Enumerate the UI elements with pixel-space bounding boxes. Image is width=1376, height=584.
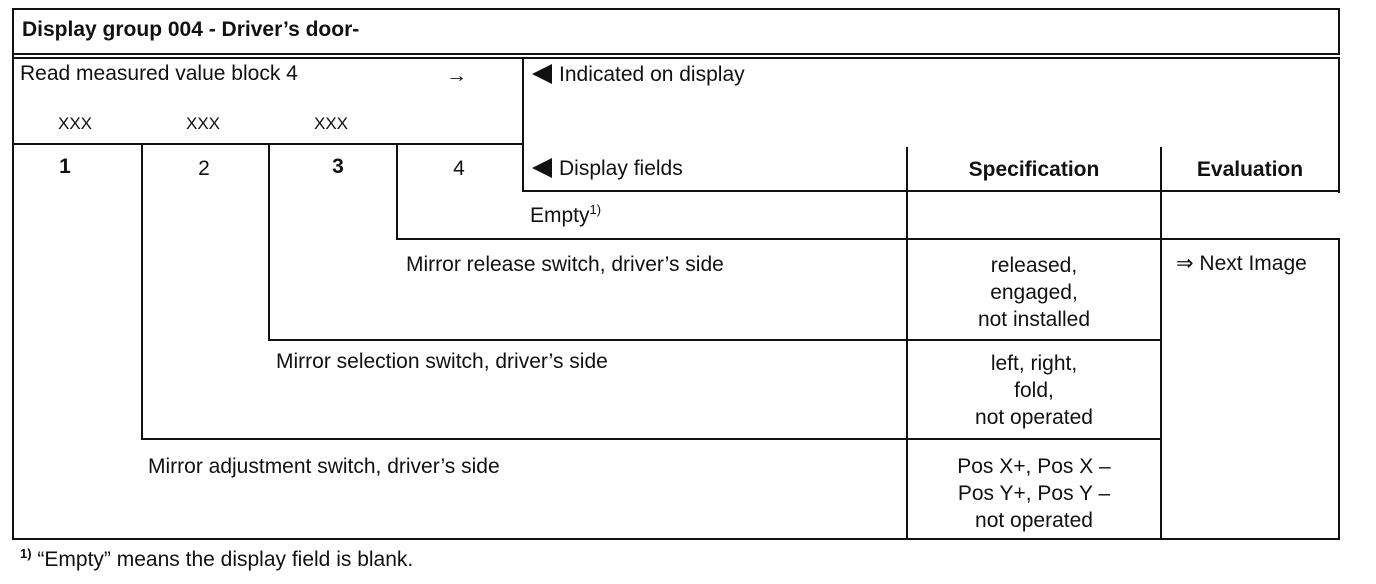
row-description-empty: Empty1) xyxy=(530,202,602,228)
field-separator-3 xyxy=(396,143,398,239)
header-bottom-line xyxy=(12,53,1340,55)
spec-line: released, xyxy=(990,254,1078,277)
evaluation-column-left-line xyxy=(1160,147,1162,540)
spec-line: left, right, xyxy=(990,352,1078,375)
spec-line: engaged, xyxy=(990,281,1078,304)
row-separator-release xyxy=(268,339,1162,341)
page-title: Display group 004 - Driver’s door- xyxy=(22,18,360,41)
row-description-adjustment: Mirror adjustment switch, driver’s side xyxy=(148,455,500,478)
indicated-on-display: Indicated on display xyxy=(532,63,745,87)
field-number-3: 3 xyxy=(332,155,344,178)
frame-right-line xyxy=(1338,8,1340,55)
frame-top-line xyxy=(12,8,1340,10)
display-fields-bottom-line xyxy=(522,190,1340,192)
row-separator-empty xyxy=(396,238,1340,240)
read-block-arrow: → xyxy=(446,64,467,87)
read-block-label: Read measured value block 4 xyxy=(20,62,298,85)
evaluation-next-image: ⇒ Next Image xyxy=(1176,252,1307,275)
frame-left-line xyxy=(12,8,14,540)
footnote-ref: 1) xyxy=(589,202,602,217)
row-description-release: Mirror release switch, driver’s side xyxy=(406,253,724,276)
read-block-top-line xyxy=(12,57,1340,59)
spec-line: not operated xyxy=(975,509,1093,532)
spec-line: not operated xyxy=(975,406,1093,429)
empty-label: Empty xyxy=(530,204,590,227)
specification-adjustment: Pos X+, Pos X – Pos Y+, Pos Y – not oper… xyxy=(908,453,1160,534)
spec-line: fold, xyxy=(1014,379,1054,402)
spec-line: Pos X+, Pos X – xyxy=(957,455,1111,478)
read-block-right-line xyxy=(522,57,524,192)
field-separator-2 xyxy=(268,143,270,340)
specification-column-left-line xyxy=(906,147,908,540)
display-fields-label: Display fields xyxy=(559,157,683,180)
footnote-text: “Empty” means the display field is blank… xyxy=(37,548,414,571)
row-description-selection: Mirror selection switch, driver’s side xyxy=(276,350,608,373)
specification-header: Specification xyxy=(968,158,1100,181)
evaluation-column-right-line xyxy=(1338,238,1340,540)
frame-bottom-line xyxy=(12,538,1340,540)
read-value-3: XXX xyxy=(313,114,349,133)
field-number-2: 2 xyxy=(198,157,210,180)
row-separator-selection xyxy=(141,438,1162,440)
left-triangle-icon xyxy=(532,158,552,178)
specification-release: released, engaged, not installed xyxy=(908,252,1160,333)
left-triangle-icon xyxy=(532,64,552,84)
spec-line: Pos Y+, Pos Y – xyxy=(957,482,1111,505)
read-value-2: XXX xyxy=(185,114,221,133)
indicated-label: Indicated on display xyxy=(559,63,745,86)
specification-selection: left, right, fold, not operated xyxy=(908,350,1160,431)
field-number-4: 4 xyxy=(453,157,465,180)
frame-right-line-lower xyxy=(1338,57,1340,193)
field-separator-1 xyxy=(141,143,143,440)
field-number-1: 1 xyxy=(59,155,71,178)
spec-line: not installed xyxy=(977,308,1091,331)
read-value-1: XXX xyxy=(57,114,93,133)
footnote: 1) “Empty” means the display field is bl… xyxy=(20,546,414,572)
evaluation-header: Evaluation xyxy=(1196,158,1304,181)
footnote-marker: 1) xyxy=(20,546,32,561)
display-fields: Display fields xyxy=(532,157,683,181)
